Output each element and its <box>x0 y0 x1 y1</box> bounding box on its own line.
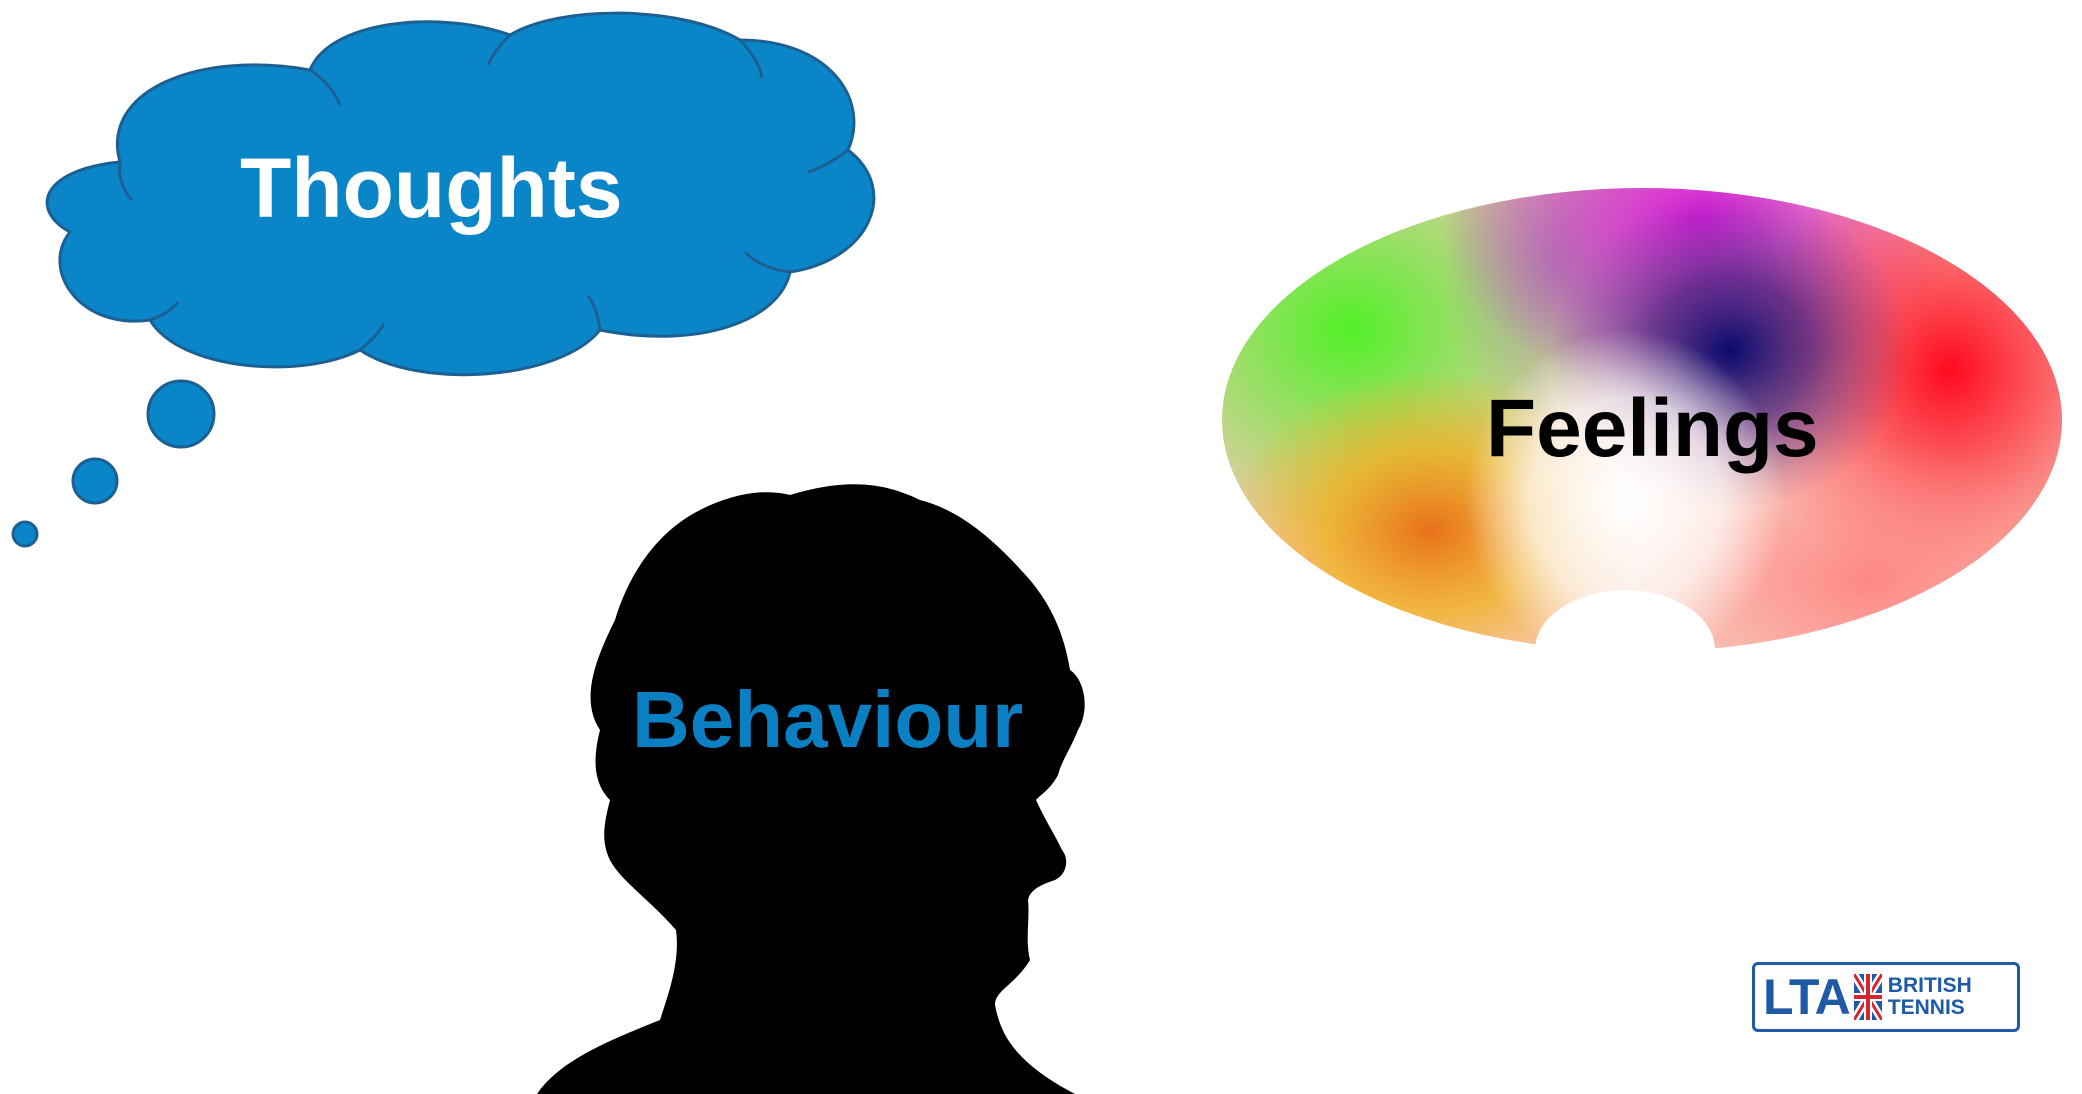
thoughts-label: Thoughts <box>240 141 623 235</box>
logo-wordmark: BRITISH TENNIS <box>1888 975 1972 1019</box>
union-flag-icon <box>1853 974 1882 1020</box>
lta-logo: LTA BRITISH TENNIS <box>1752 962 2020 1032</box>
logo-line-british: BRITISH <box>1887 974 1972 997</box>
head-silhouette-icon <box>537 484 1085 1094</box>
behaviour-label: Behaviour <box>632 675 1024 764</box>
color-spectrum-blob <box>1222 188 2062 652</box>
logo-mark: LTA <box>1763 969 1851 1025</box>
feelings-label: Feelings <box>1486 383 1819 474</box>
logo-line-tennis: TENNIS <box>1887 996 1965 1019</box>
thought-bubble-icon <box>11 11 876 548</box>
